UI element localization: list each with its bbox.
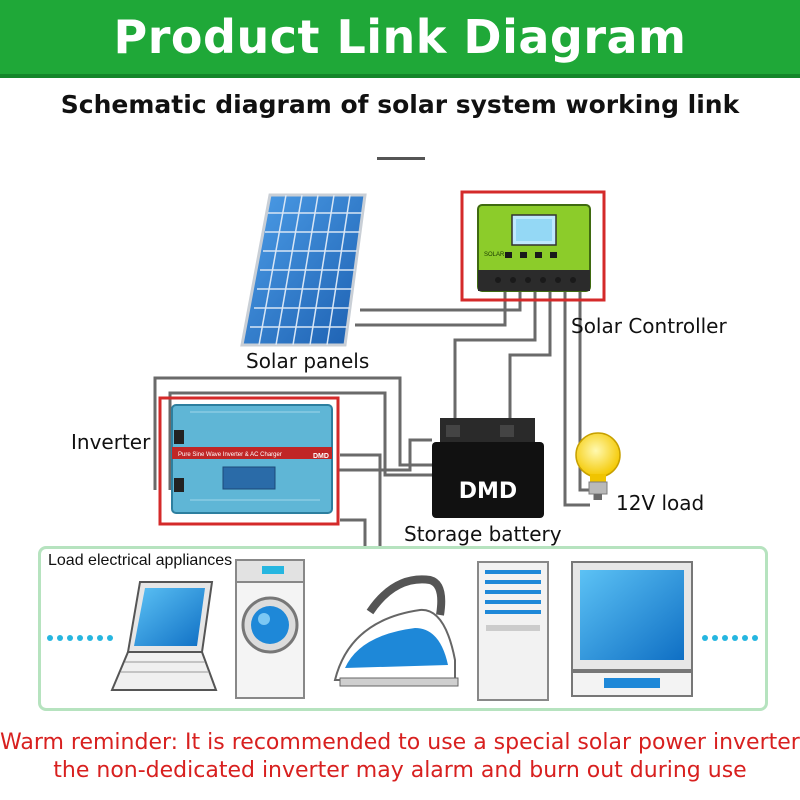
header-banner: Product Link Diagram <box>0 0 800 78</box>
appliances-panel <box>38 546 768 711</box>
storage-battery-label: Storage battery <box>404 522 562 546</box>
solar-panel-icon <box>240 193 367 347</box>
laptop-icon <box>110 581 218 691</box>
inverter-label: Inverter <box>71 430 151 454</box>
inverter-icon: Pure Sine Wave Inverter & AC Charger DMD <box>158 396 340 526</box>
controller-brand: SOLAR <box>484 252 505 258</box>
wiring <box>153 292 597 548</box>
solar-controller-icon: SOLAR <box>460 190 606 302</box>
page-title: Product Link Diagram <box>113 10 687 64</box>
load-label: 12V load <box>616 491 705 515</box>
inverter-brand: DMD <box>313 453 329 460</box>
battery-icon: DMD <box>432 418 544 518</box>
air-conditioner-icon <box>477 561 549 701</box>
iron-icon <box>333 575 459 687</box>
divider <box>377 157 425 160</box>
battery-brand: DMD <box>459 479 517 504</box>
appliances-title: Load electrical appliances <box>48 552 233 569</box>
reminder-line-2: the non-dedicated inverter may alarm and… <box>53 758 747 783</box>
reminder-line-1: Warm reminder: It is recommended to use … <box>0 730 800 755</box>
solar-panels-label: Solar panels <box>246 349 370 373</box>
dots-left <box>47 635 113 641</box>
dots-right <box>702 635 758 641</box>
light-bulb-icon <box>575 432 621 500</box>
washing-machine-icon <box>235 559 305 699</box>
page-subtitle: Schematic diagram of solar system workin… <box>60 90 740 119</box>
tv-icon <box>571 561 693 697</box>
inverter-panel-text: Pure Sine Wave Inverter & AC Charger <box>178 452 282 458</box>
solar-controller-label: Solar Controller <box>571 314 727 338</box>
